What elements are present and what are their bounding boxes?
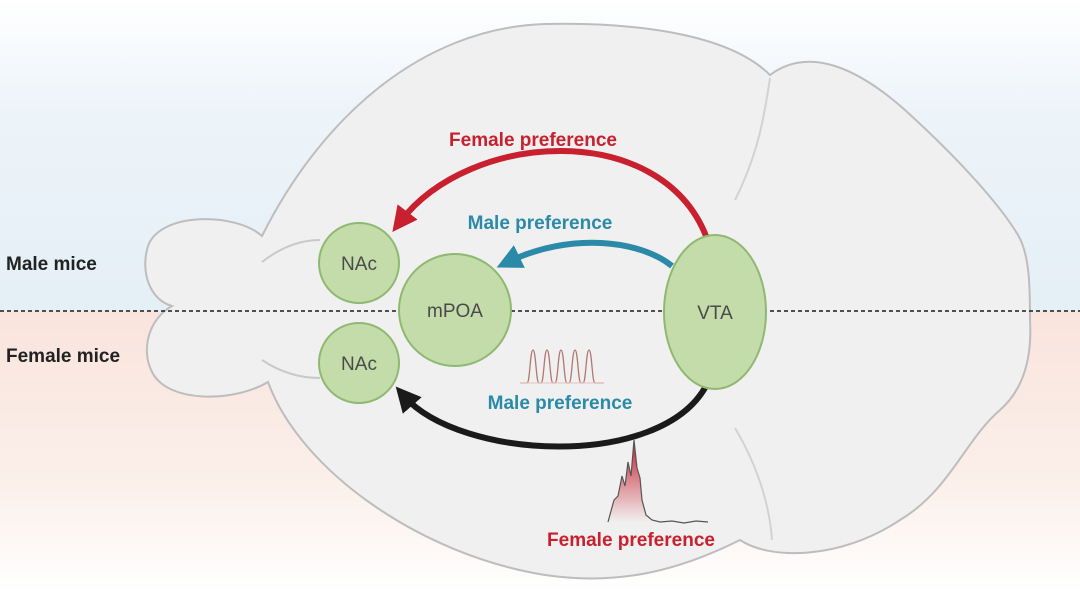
female-mice-label: Female mice (6, 346, 120, 367)
fissure-bottom (261, 359, 321, 379)
fissure-right-bottom (734, 427, 773, 541)
male-mice-label: Male mice (6, 254, 97, 275)
fissure-top (261, 239, 321, 263)
male-female-preference-label: Female preference (449, 130, 617, 151)
brain-outline (144, 22, 1032, 580)
nac-bottom-region: NAc (318, 322, 400, 404)
nac-bottom-label: NAc (341, 354, 377, 375)
mpoa-region: mPOA (398, 253, 512, 367)
male-male-preference-label: Male preference (468, 213, 613, 234)
burst-peak-fill (608, 440, 660, 522)
vta-label: VTA (697, 303, 733, 324)
female-male-preference-label: Male preference (488, 393, 633, 414)
female-female-preference-label: Female preference (547, 530, 715, 551)
mpoa-label: mPOA (427, 301, 483, 322)
arrow-male-preference-male (496, 239, 674, 269)
arrow-preference-female (395, 384, 709, 450)
spike-train-trace (520, 349, 604, 384)
vta-region: VTA (663, 234, 767, 390)
fissure-right-top (734, 77, 771, 201)
nac-top-region: NAc (318, 222, 400, 304)
arrow-female-preference-male (392, 148, 709, 238)
nac-top-label: NAc (341, 254, 377, 275)
burst-peak-trace (607, 439, 709, 524)
